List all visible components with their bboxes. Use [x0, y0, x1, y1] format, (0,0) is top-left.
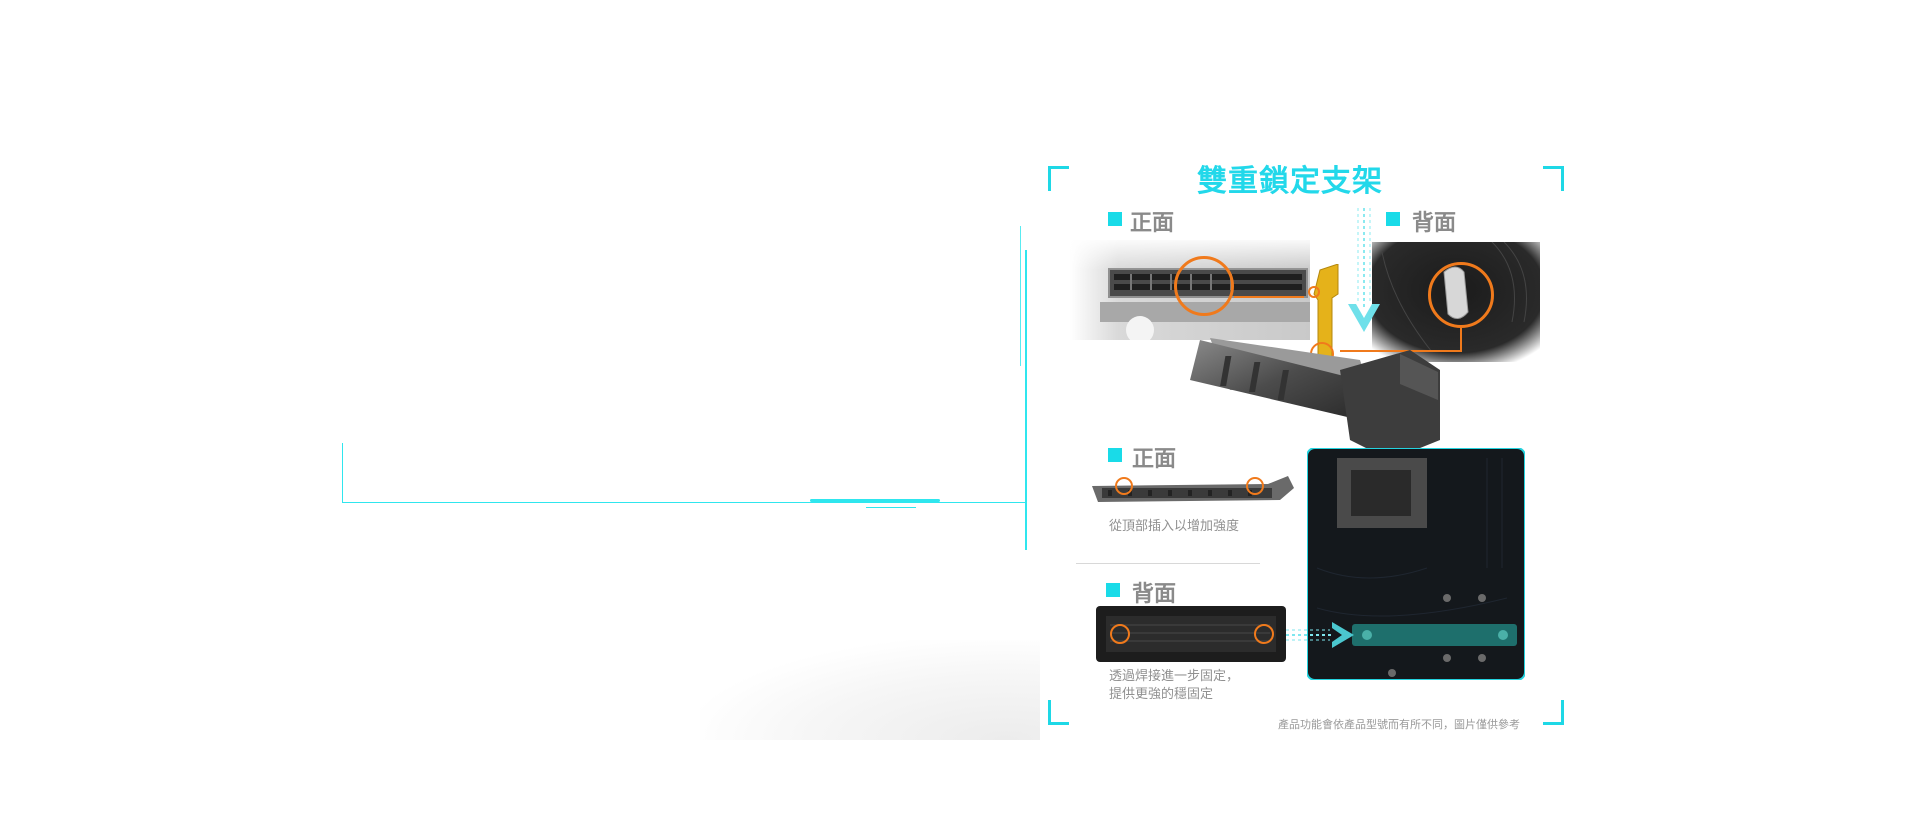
frame-line-right-inner — [1020, 226, 1021, 366]
callout-ring-back — [1428, 262, 1494, 328]
section-divider — [1076, 563, 1260, 564]
frame-line-bottom-accent-thin — [866, 507, 916, 508]
callout-line-back-vertical — [1460, 328, 1462, 350]
callout-ring-slot — [1174, 256, 1234, 316]
bottom-caption-line1: 透過焊接進一步固定， — [1109, 669, 1240, 684]
callout-ring-slot-right — [1246, 477, 1264, 495]
callout-ring-slot-left — [1115, 477, 1133, 495]
front-label-top: 正面 — [1130, 211, 1175, 236]
motherboard-photo — [1307, 448, 1525, 680]
corner-bracket-bottom-left — [1048, 700, 1069, 725]
frame-line-bottom — [342, 502, 1026, 503]
callout-line-back-horizontal — [1340, 350, 1462, 352]
frame-line-right-vertical — [1025, 250, 1027, 550]
corner-bracket-top-left — [1048, 166, 1069, 191]
feature-title: 雙重鎖定支架 — [1197, 164, 1383, 199]
frame-line-left-vertical — [342, 443, 343, 503]
callout-ring-solder-right — [1254, 624, 1274, 644]
back-label-top: 背面 — [1412, 211, 1457, 236]
bottom-caption-line2: 提供更強的穩固定 — [1109, 687, 1214, 702]
bullet-square-icon — [1108, 448, 1122, 462]
bullet-square-icon — [1386, 212, 1400, 226]
pcie-bracket-render — [1190, 338, 1440, 460]
corner-bracket-bottom-right — [1543, 700, 1564, 725]
frame-line-bottom-accent — [810, 499, 940, 502]
mid-caption: 從頂部插入以增加強度 — [1109, 519, 1240, 534]
arrow-right-icon — [1286, 622, 1354, 648]
callout-ring-solder-left — [1110, 624, 1130, 644]
callout-ring-latch — [1308, 286, 1320, 298]
bracket-underside-photo — [1096, 606, 1286, 662]
corner-bracket-top-right — [1543, 166, 1564, 191]
callout-line-slot — [1234, 296, 1304, 298]
disclaimer-text: 產品功能會依產品型號而有所不同，圖片僅供參考 — [1278, 718, 1520, 731]
bullet-square-icon — [1108, 212, 1122, 226]
front-label-mid: 正面 — [1132, 447, 1177, 472]
arrow-down-icon — [1348, 208, 1380, 332]
bullet-square-icon — [1106, 583, 1120, 597]
background-gradient — [700, 640, 1040, 740]
back-label-bottom: 背面 — [1132, 582, 1177, 607]
